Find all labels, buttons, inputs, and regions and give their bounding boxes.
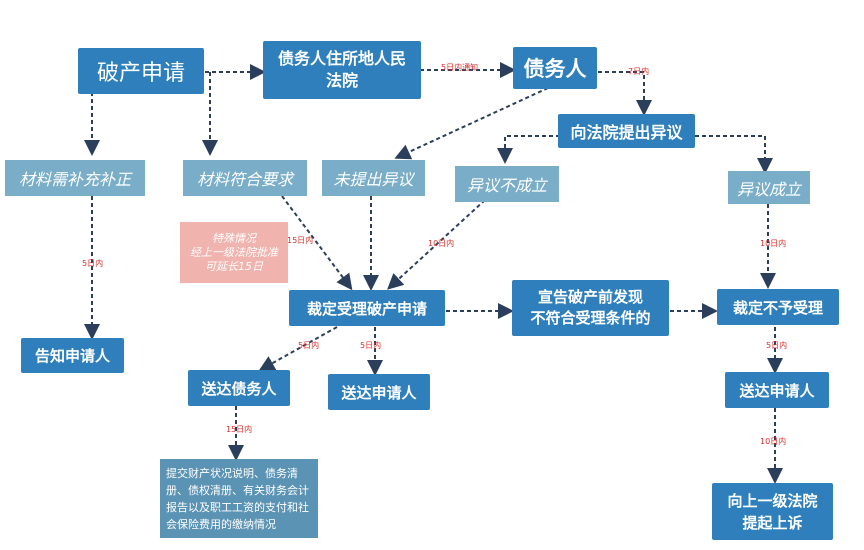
- edge-objection-ok: [695, 135, 773, 174]
- label-fail-accept: 10日内: [428, 238, 454, 248]
- node-serve-applicant-mid: 送达申请人: [328, 374, 430, 410]
- edge-accept-servedebtor: [258, 326, 338, 371]
- node-special-note: 特殊情况 经上一级法院批准 可延长15日: [180, 222, 288, 283]
- node-objection: 向法院提出异议: [558, 114, 695, 148]
- edge-objection-fail: [497, 135, 560, 164]
- label-accept-serveapplicant: 5日内: [360, 340, 381, 350]
- node-submit-info: 提交财产状况说明、债务清册、债权清册、有关财务会计报告以及职工工资的支付和社会保…: [160, 459, 318, 538]
- label-accept-servedebtor: 5日内: [298, 340, 319, 350]
- node-objection-fail: 异议不成立: [455, 166, 559, 202]
- node-accept: 裁定受理破产申请: [289, 290, 445, 326]
- node-notify-applicant: 告知申请人: [21, 338, 124, 373]
- node-court: 债务人住所地人民 法院: [263, 41, 421, 99]
- label-servedebtor-submit: 15日内: [226, 424, 252, 434]
- node-appeal: 向上一级法院 提起上诉: [712, 483, 833, 540]
- label-reject-serve: 5日内: [766, 340, 787, 350]
- edge-fail-accept: [387, 199, 486, 290]
- edge-debtor-noobjection: [394, 87, 549, 160]
- label-ok-reject: 10日内: [760, 238, 786, 248]
- label-debtor-objection: 7日内: [628, 66, 649, 76]
- node-debtor: 债务人: [513, 47, 597, 89]
- node-meets: 材料符合要求: [183, 160, 307, 196]
- label-serve-appeal: 10日内: [760, 436, 786, 446]
- edge-debtor-objection: [598, 71, 652, 116]
- label-supplement-notify: 5日内: [82, 258, 103, 268]
- node-serve-applicant-right: 送达申请人: [725, 372, 829, 408]
- node-supplement: 材料需补充补正: [5, 160, 145, 196]
- edge-meets-accept: [281, 195, 353, 291]
- label-meets-accept: 15日内: [287, 235, 313, 245]
- label-court-debtor: 5日内通知: [441, 62, 478, 72]
- node-objection-ok: 异议成立: [728, 171, 810, 204]
- node-reject: 裁定不予受理: [717, 289, 839, 325]
- node-no-objection: 未提出异议: [322, 160, 425, 196]
- node-petition: 破产申请: [78, 48, 204, 94]
- node-serve-debtor: 送达债务人: [188, 370, 290, 406]
- node-found-before: 宣告破产前发现 不符合受理条件的: [512, 280, 669, 336]
